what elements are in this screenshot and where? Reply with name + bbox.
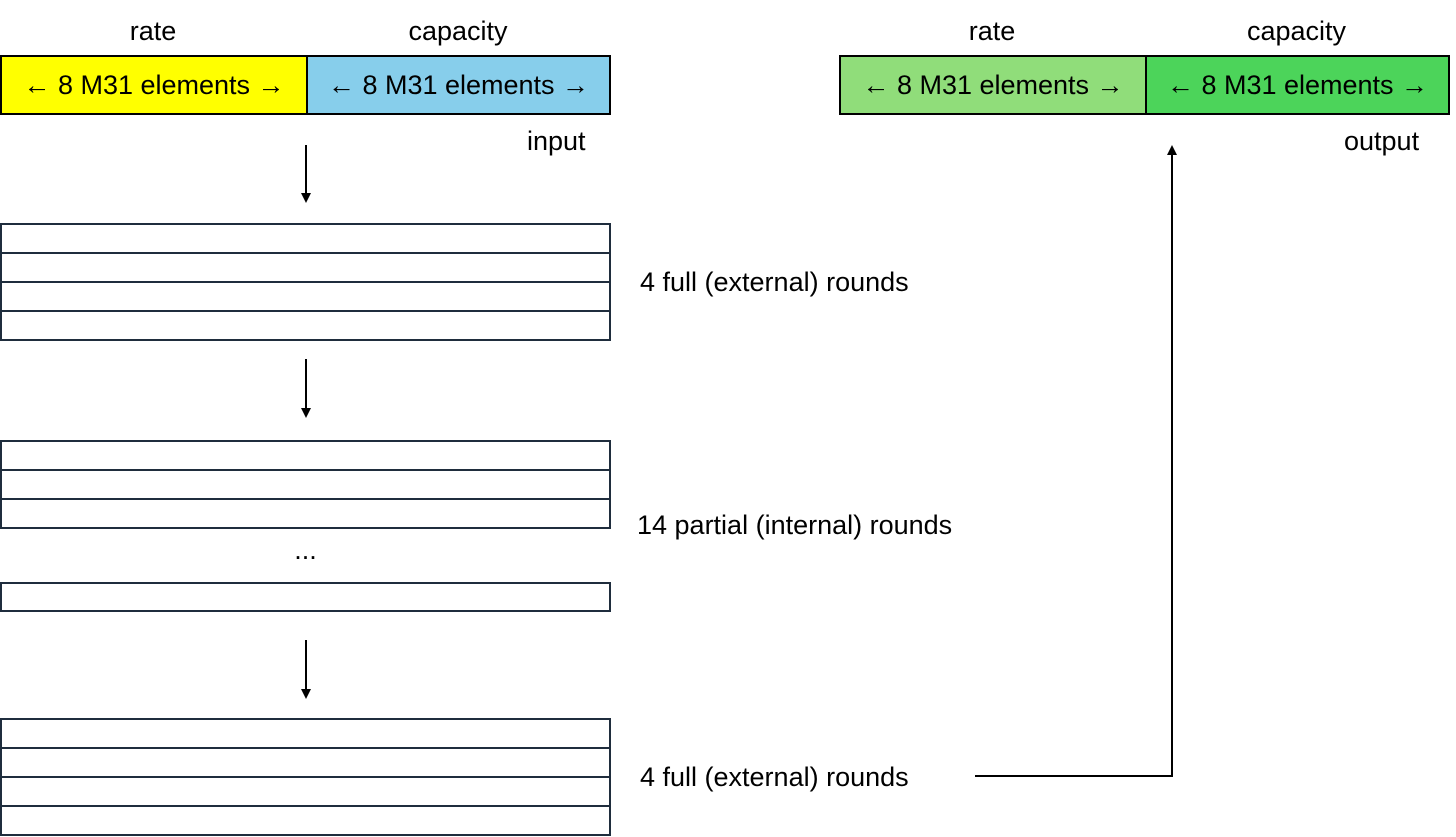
output-caption: output — [1344, 126, 1420, 156]
input-capacity-header: capacity — [408, 16, 508, 46]
arrow-rounds-to-output — [975, 145, 1177, 777]
round-bar — [0, 498, 611, 529]
input-rate-block: ← 8 M31 elements → — [0, 55, 308, 115]
partial-rounds-group — [0, 440, 611, 529]
round-bar — [0, 310, 611, 341]
output-rate-block: ← 8 M31 elements → — [839, 55, 1147, 115]
input-caption: input — [527, 126, 586, 156]
full-rounds-group-top — [0, 223, 611, 341]
output-capacity-header: capacity — [1246, 16, 1347, 46]
output-capacity-block: ← 8 M31 elements → — [1145, 55, 1450, 115]
round-bar — [0, 469, 611, 500]
full-rounds-label-top: 4 full (external) rounds — [640, 267, 909, 297]
round-bar-last-partial — [0, 582, 611, 612]
partial-rounds-ellipsis: ... — [294, 535, 317, 565]
full-rounds-group-bottom — [0, 718, 611, 836]
input-capacity-block: ← 8 M31 elements → — [306, 55, 611, 115]
round-bar — [0, 805, 611, 836]
full-rounds-label-bottom: 4 full (external) rounds — [640, 762, 909, 792]
partial-rounds-label: 14 partial (internal) rounds — [637, 510, 953, 540]
input-rate-header: rate — [129, 16, 177, 46]
output-rate-header: rate — [968, 16, 1016, 46]
